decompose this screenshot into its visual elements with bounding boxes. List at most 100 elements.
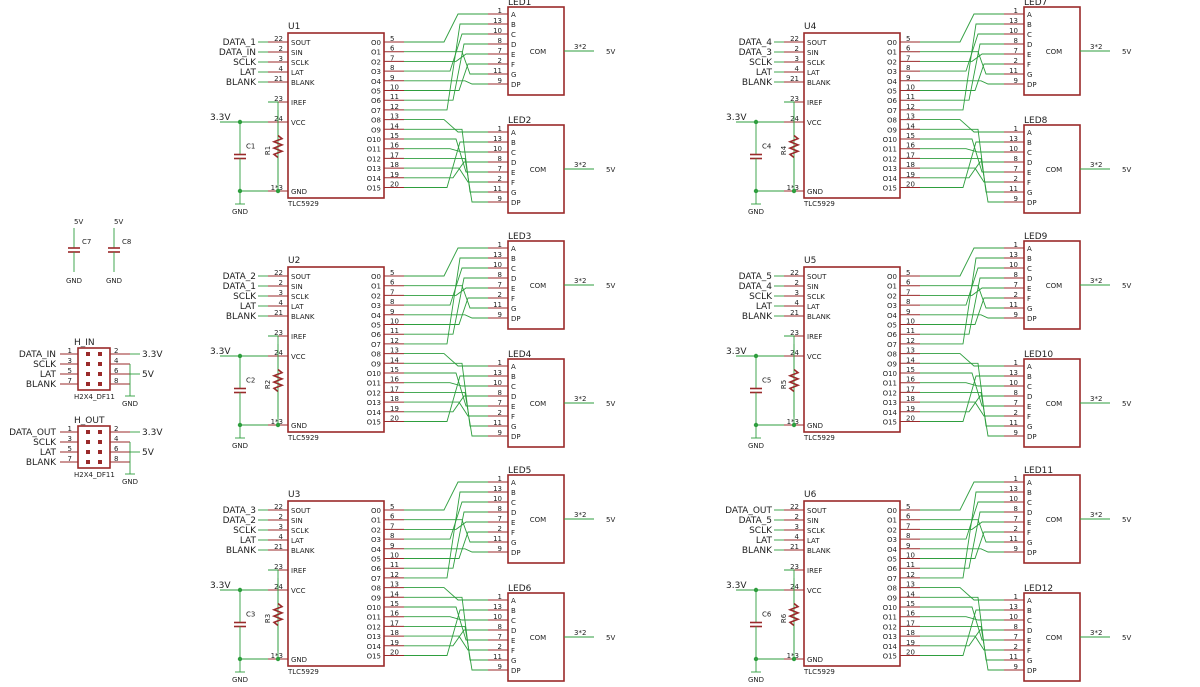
header-pad (86, 450, 90, 454)
segment-wire (404, 395, 488, 413)
led-pin-number: 2 (1014, 525, 1018, 533)
led-pin-name: E (511, 403, 515, 411)
segment-wire (920, 33, 1004, 72)
header-pin-number: 3 (68, 435, 72, 443)
led-pin-name: C (1027, 265, 1032, 273)
pin-name: O6 (371, 565, 382, 573)
pin-number: 1*3 (271, 652, 283, 660)
led-pin-number: 7 (1014, 47, 1018, 55)
led-pin-number: 9 (498, 311, 502, 319)
led-pin-number: 10 (493, 613, 502, 621)
led-pin-name: G (511, 189, 516, 197)
pin-number: 19 (390, 405, 399, 413)
pin-name: O15 (367, 419, 381, 427)
cap-net-label: 5V (114, 218, 123, 226)
supply-label: 3.3V (210, 347, 231, 357)
pin-number: 9 (390, 74, 394, 82)
pin-number: 24 (790, 583, 799, 591)
pin-name: O14 (367, 175, 382, 183)
pin-number: 4 (795, 533, 800, 541)
led-com-net: 5V (1122, 634, 1131, 642)
pin-number: 9 (906, 74, 910, 82)
pin-name: O8 (371, 351, 381, 359)
led-pin-number: 1 (498, 593, 502, 601)
header-ref: H_IN (74, 338, 95, 348)
led-pin-name: C (511, 617, 516, 625)
led-com-net: 5V (1122, 516, 1131, 524)
led-pin-name: C (1027, 499, 1032, 507)
led-pin-name: F (511, 179, 515, 187)
segment-wire (920, 609, 1004, 656)
cap-ref: C7 (82, 238, 91, 246)
pin-name: O5 (887, 322, 897, 330)
pin-number: 7 (390, 288, 394, 296)
net-label-input: BLANK (742, 78, 773, 88)
pin-name: SIN (807, 49, 819, 57)
pin-number: 7 (906, 522, 910, 530)
net-label-input: DATA_5 (739, 516, 772, 526)
pin-number: 18 (390, 161, 399, 169)
segment-wire (404, 353, 488, 367)
pin-name: O14 (883, 175, 898, 183)
cap-ref: C6 (762, 611, 772, 619)
header-pad (86, 460, 90, 464)
pin-number: 1*3 (271, 184, 283, 192)
segment-wire (920, 372, 1004, 407)
header-net: 5V (142, 370, 155, 380)
segment-wire (404, 285, 488, 309)
segment-wire (920, 391, 1004, 437)
led-com-label: COM (530, 634, 546, 642)
led-pin-number: 8 (1014, 389, 1018, 397)
led-pin-name: DP (1027, 433, 1037, 441)
pin-number: 2 (279, 513, 283, 521)
led-com-label: COM (1046, 166, 1062, 174)
supply-label: 3.3V (210, 581, 231, 591)
led-pin-name: DP (511, 81, 521, 89)
pin-name: O7 (887, 575, 897, 583)
led-pin-name: E (1027, 51, 1031, 59)
pin-name: O0 (371, 273, 381, 281)
led-pin-name: DP (511, 667, 521, 675)
led-pin-name: E (1027, 637, 1031, 645)
pin-name: O12 (883, 155, 897, 163)
led-ref: LED7 (1024, 0, 1047, 8)
pin-number: 23 (790, 329, 799, 337)
gnd-label: GND (232, 208, 248, 216)
header-pad (98, 362, 102, 366)
pin-number: 16 (906, 376, 915, 384)
ic-value: TLC5929 (287, 200, 319, 208)
led-pin-number: 8 (1014, 155, 1018, 163)
pin-name: VCC (291, 119, 306, 127)
pin-number: 16 (390, 142, 399, 150)
led-pin-number: 2 (498, 57, 502, 65)
header-pin-number: 7 (68, 455, 72, 463)
led-com-label: COM (1046, 516, 1062, 524)
pin-name: O3 (887, 302, 897, 310)
pin-number: 11 (390, 327, 399, 335)
led-pin-name: B (511, 489, 516, 497)
pin-number: 4 (279, 299, 284, 307)
header-net: 5V (142, 448, 155, 458)
pin-number: 9 (906, 308, 910, 316)
pin-name: O9 (887, 594, 897, 602)
pin-name: O7 (371, 107, 381, 115)
pin-name: SIN (807, 517, 819, 525)
pin-name: O5 (371, 556, 381, 564)
led-pin-number: 7 (1014, 515, 1018, 523)
segment-wire (920, 23, 1004, 111)
ic-ref: U6 (804, 490, 817, 500)
led-pin-number: 13 (1009, 603, 1018, 611)
header-pad (98, 440, 102, 444)
pin-number: 17 (390, 151, 399, 159)
pin-number: 5 (390, 35, 394, 43)
pin-number: 21 (790, 75, 799, 83)
ic-value: TLC5929 (803, 200, 835, 208)
led-pin-number: 7 (498, 165, 502, 173)
segment-wire (920, 548, 1004, 553)
pin-number: 8 (906, 298, 910, 306)
led-pin-name: G (1027, 657, 1032, 665)
pin-number: 15 (390, 132, 399, 140)
pin-name: O0 (371, 39, 381, 47)
led-ref: LED9 (1024, 232, 1048, 242)
